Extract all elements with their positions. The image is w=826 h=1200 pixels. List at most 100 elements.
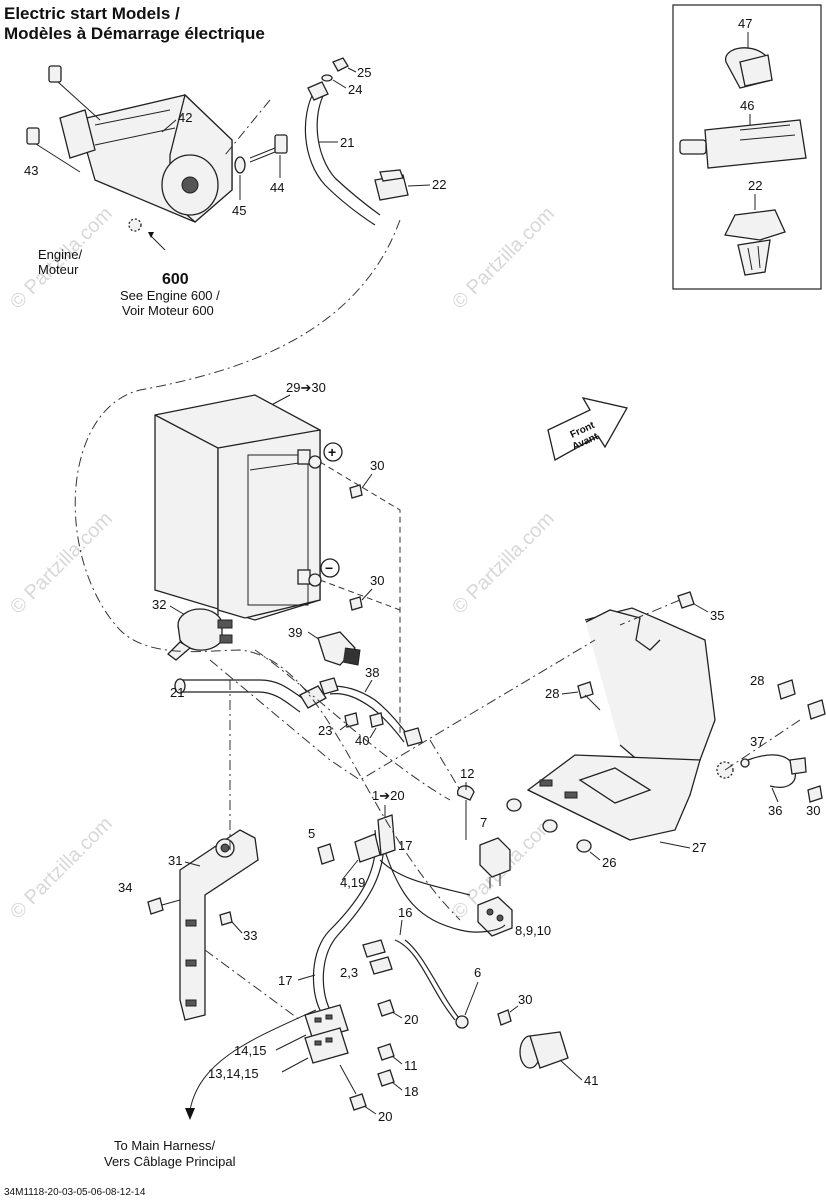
grommet-26-b[interactable] [542,819,558,833]
callout-20-b: 20 [378,1109,392,1124]
callout-45: 45 [232,203,246,218]
main-harness-arrowhead [185,1108,195,1120]
svg-text:+: + [328,444,336,460]
fuse-20-a[interactable] [377,999,395,1017]
starter-solenoid-32[interactable] [167,608,233,661]
callout-18: 18 [404,1084,418,1099]
grease-tube-46[interactable] [679,119,807,169]
relay-7[interactable] [479,837,511,888]
drawing-code: 34M1118-20-03-05-06-08-12-14 [4,1187,146,1198]
callout-4-19: 4,19 [340,875,365,890]
main-harness-arrow [189,1009,317,1111]
plus-sign: + [323,442,343,462]
washer-45[interactable] [234,156,246,174]
callout-29-30: 29➔30 [286,380,326,395]
callout-16: 16 [398,905,412,920]
nut-33[interactable] [219,911,233,926]
watermark-text: © Partzilla.com [6,813,117,924]
engine-ref-number: 600 [162,271,189,288]
callout-13-14-15: 13,14,15 [208,1066,259,1081]
cable-38[interactable] [319,677,423,747]
battery-negative-terminal[interactable] [308,573,322,587]
front-direction-arrow: Front Avant [547,397,628,461]
cable-21-upper[interactable] [304,81,381,226]
bracket-31[interactable] [179,829,259,1021]
callout-42: 42 [178,110,192,125]
battery-positive-terminal[interactable] [308,455,322,469]
boot-39[interactable] [317,631,361,666]
starter-bolt-43-lower[interactable] [26,127,81,173]
callout-36: 36 [768,803,782,818]
engine-see-line2: Voir Moteur 600 [122,303,214,318]
fuse-20-b[interactable] [349,1093,367,1111]
callout-32: 32 [152,597,166,612]
callout-7: 7 [480,815,487,830]
callout-2-3: 2,3 [340,965,358,980]
connector-2-3[interactable] [362,939,393,975]
callout-30-b: 30 [370,573,384,588]
nut-40[interactable] [369,712,384,728]
screw-30[interactable] [497,1009,512,1026]
callout-8-9-10: 8,9,10 [515,923,551,938]
callout-22: 22 [432,177,446,192]
battery-tray-27[interactable] [526,607,716,841]
callout-17: 17 [398,838,412,853]
engine-star-washer [128,218,142,232]
callout-33: 33 [243,928,257,943]
callout-30: 30 [370,458,384,473]
power-outlet-41[interactable] [519,1031,569,1069]
washer-24[interactable] [321,74,333,82]
nut-23[interactable] [344,712,359,728]
battery[interactable] [154,394,321,621]
nut-30-ground[interactable] [807,785,823,803]
cable-21-lower[interactable] [174,678,327,713]
callout-11: 11 [404,1058,418,1073]
callout-28: 28 [545,686,559,701]
bolt-28-left[interactable] [577,681,601,711]
clip-47[interactable] [725,47,773,89]
callout-12: 12 [460,766,474,781]
watermark-text: © Partzilla.com [448,203,559,314]
nut-25[interactable] [332,57,349,72]
bolt-44[interactable] [249,134,288,163]
callout-21-lower: 21 [170,685,184,700]
diagram-title-line1: Electric start Models / [4,4,180,23]
fuse-18[interactable] [377,1069,395,1087]
ground-cable-36[interactable] [747,754,807,788]
bolt-35[interactable] [677,591,695,609]
clip-22[interactable] [374,169,409,201]
callout-40: 40 [355,733,369,748]
callout-26: 26 [602,855,616,870]
callout-21: 21 [340,135,354,150]
callout-24: 24 [348,82,362,97]
callout-20: 20 [404,1012,418,1027]
nut-30-negative[interactable] [349,596,363,611]
starter-bolt-43-upper[interactable] [48,65,101,121]
fuse-box-14-15[interactable] [304,1004,349,1064]
engine-label-line1: Engine/ [38,247,82,262]
nut-30-positive[interactable] [349,484,363,499]
callout-14-15: 14,15 [234,1043,267,1058]
main-harness-label-line1: To Main Harness/ [114,1138,216,1153]
tie-5[interactable] [317,843,335,865]
callout-23: 23 [318,723,332,738]
fuse-11[interactable] [377,1043,395,1061]
bolt-34[interactable] [147,897,181,915]
bolt-28-right[interactable] [777,679,826,720]
star-washer-37[interactable] [716,758,750,779]
callout-43: 43 [24,163,38,178]
callout-47: 47 [738,16,752,31]
callout-46: 46 [740,98,754,113]
clip-22-inset[interactable] [724,209,786,276]
callout-6: 6 [474,965,481,980]
callout-37: 37 [750,734,764,749]
starter-motor[interactable] [59,93,233,223]
callout-22-inset: 22 [748,178,762,193]
svg-text:−: − [325,560,333,576]
grommet-6[interactable] [455,1015,469,1029]
callout-35: 35 [710,608,724,623]
callout-30-screw: 30 [518,992,532,1007]
grommet-26-a[interactable] [506,798,522,812]
callout-30-ground: 30 [806,803,820,818]
grommet-26-c[interactable] [576,839,592,853]
